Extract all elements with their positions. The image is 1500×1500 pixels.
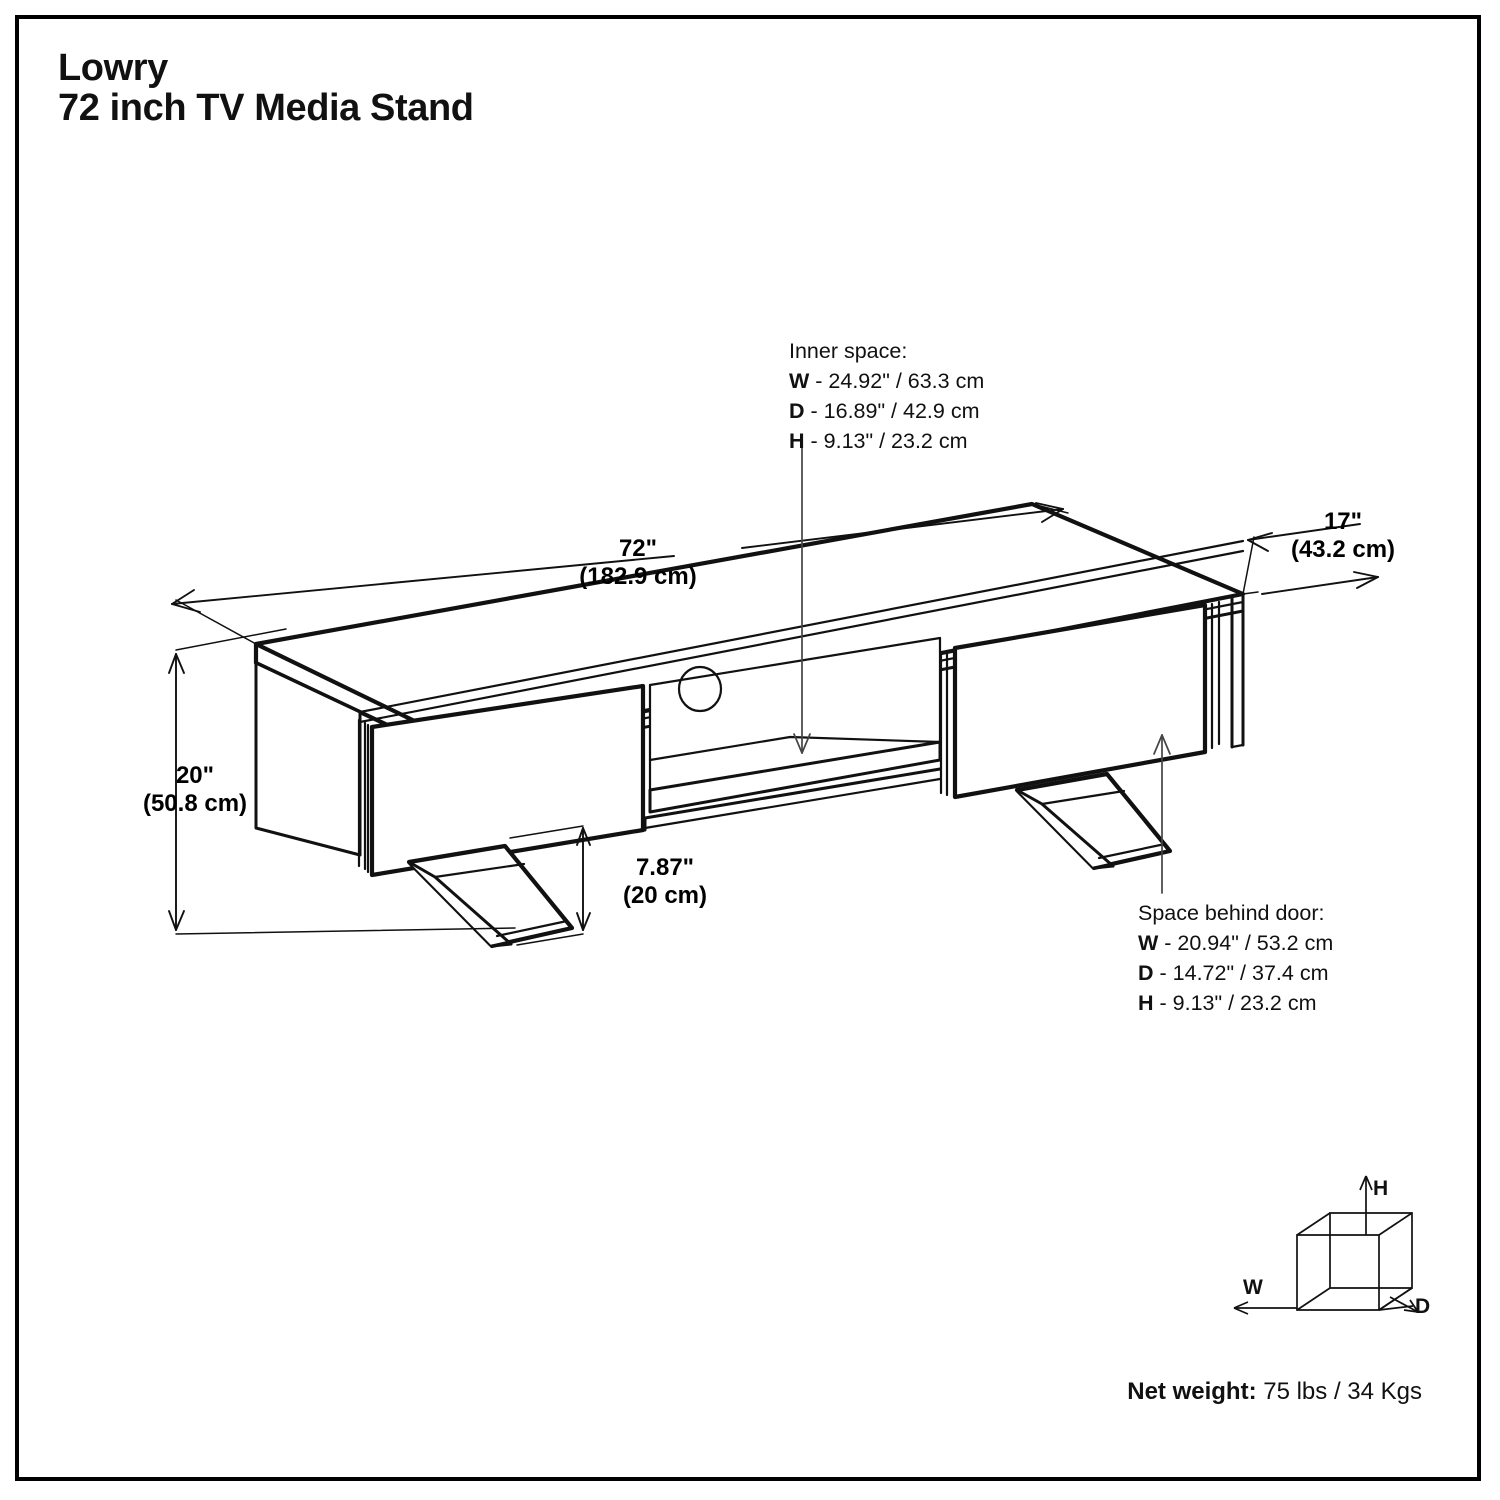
height-metric: (50.8 cm)	[142, 790, 248, 818]
center-open-shelf	[641, 636, 942, 832]
right-door-panel	[939, 600, 1221, 800]
behind-door-value-w: - 20.94" / 53.2 cm	[1164, 931, 1334, 956]
leader-inner-space	[793, 443, 811, 754]
depth-imperial: 17"	[1323, 508, 1363, 535]
dimension-legend-cube	[1233, 1175, 1419, 1315]
dimension-height	[168, 628, 516, 935]
inner-space-value-d: - 16.89" / 42.9 cm	[810, 399, 980, 424]
dimension-label-width: 72" (182.9 cm)	[528, 535, 748, 592]
legend-label-h: H	[1373, 1177, 1389, 1200]
dimension-clearance	[509, 825, 591, 946]
depth-metric: (43.2 cm)	[1290, 536, 1396, 564]
behind-door-key-d: D	[1138, 961, 1154, 986]
inner-space-key-h: H	[789, 429, 805, 454]
inner-space-key-d: D	[789, 399, 805, 424]
height-imperial: 20"	[175, 762, 215, 789]
callout-space-behind-door: Space behind door: W - 20.94" / 53.2 cm …	[1138, 898, 1333, 1018]
net-weight-label: Net weight:	[1127, 1378, 1257, 1405]
cabinet-left-side-panel	[254, 661, 362, 857]
net-weight-value: 75 lbs / 34 Kgs	[1256, 1378, 1422, 1405]
dimension-label-depth: 17" (43.2 cm)	[1253, 508, 1433, 565]
behind-door-row-h: H - 9.13" / 23.2 cm	[1138, 988, 1333, 1018]
dimension-label-clearance: 7.87" (20 cm)	[580, 854, 750, 911]
behind-door-row-d: D - 14.72" / 37.4 cm	[1138, 958, 1333, 988]
cabinet-right-end	[1230, 592, 1245, 749]
dimension-width	[171, 502, 1069, 645]
inner-space-row-w: W - 24.92" / 63.3 cm	[789, 366, 984, 396]
inner-space-row-h: H - 9.13" / 23.2 cm	[789, 426, 984, 456]
inner-space-value-w: - 24.92" / 63.3 cm	[815, 369, 985, 394]
width-metric: (182.9 cm)	[579, 563, 697, 591]
callout-inner-space: Inner space: W - 24.92" / 63.3 cm D - 16…	[789, 336, 984, 456]
behind-door-key-h: H	[1138, 991, 1154, 1016]
behind-door-heading: Space behind door:	[1138, 901, 1325, 925]
legend-label-w: W	[1243, 1276, 1263, 1299]
behind-door-value-h: - 9.13" / 23.2 cm	[1159, 991, 1317, 1016]
clearance-metric: (20 cm)	[622, 882, 708, 910]
inner-space-heading: Inner space:	[789, 339, 908, 363]
inner-space-value-h: - 9.13" / 23.2 cm	[810, 429, 968, 454]
clearance-imperial: 7.87"	[635, 854, 695, 881]
page-title: Lowry 72 inch TV Media Stand	[58, 48, 474, 129]
leader-space-behind-door	[1153, 734, 1171, 894]
width-imperial: 72"	[618, 535, 658, 562]
right-leg	[1014, 771, 1173, 871]
behind-door-row-w: W - 20.94" / 53.2 cm	[1138, 928, 1333, 958]
behind-door-value-d: - 14.72" / 37.4 cm	[1159, 961, 1329, 986]
net-weight: Net weight: 75 lbs / 34 Kgs	[1127, 1378, 1422, 1406]
legend-label-d: D	[1415, 1295, 1431, 1318]
behind-door-key-w: W	[1138, 931, 1159, 956]
cable-grommet-hole	[677, 665, 723, 713]
product-subtitle: 72 inch TV Media Stand	[58, 87, 474, 130]
sheet-border	[15, 15, 1481, 1481]
dimension-label-height: 20" (50.8 cm)	[110, 762, 280, 819]
product-name: Lowry	[58, 47, 168, 89]
inner-space-key-w: W	[789, 369, 810, 394]
dimension-depth	[1242, 523, 1379, 595]
left-leg	[406, 843, 575, 949]
inner-space-row-d: D - 16.89" / 42.9 cm	[789, 396, 984, 426]
